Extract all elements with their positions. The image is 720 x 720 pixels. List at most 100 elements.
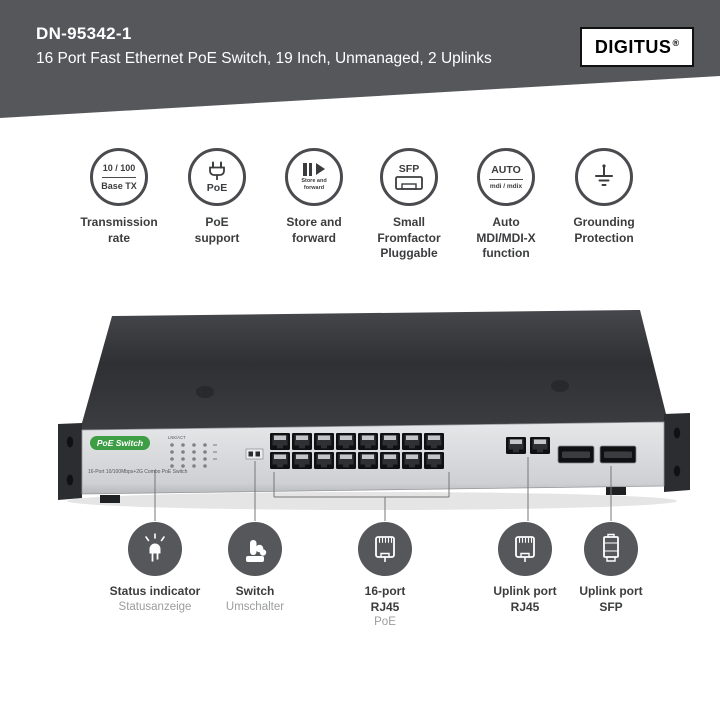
callout-label: Uplink port xyxy=(579,584,643,598)
rj45-port xyxy=(402,433,422,450)
foot-right xyxy=(606,487,626,495)
rj45-port xyxy=(402,452,422,469)
brand-registered-mark: ® xyxy=(672,38,680,48)
feature-label: PoE support xyxy=(194,215,240,245)
device-shadow xyxy=(67,492,677,510)
rj45-port xyxy=(270,452,290,469)
rj45-connector-icon xyxy=(358,522,412,576)
poe-switch-badge-label: PoE Switch xyxy=(97,438,143,448)
callout-label-2: SFP xyxy=(599,599,623,614)
rj45-port xyxy=(424,452,444,469)
rj45-port xyxy=(380,452,400,469)
rj45-port xyxy=(292,433,312,450)
icon-text-bottom: Base TX xyxy=(101,180,137,191)
feature-poe-support: PoE PoE support xyxy=(169,148,265,246)
poe-switch-badge xyxy=(90,436,150,450)
product-model: DN-95342-1 xyxy=(36,24,132,43)
callout-status-indicator: Status indicator Statusanzeige xyxy=(100,522,210,615)
callout-label: 16-port xyxy=(364,584,406,598)
grounding-icon xyxy=(575,148,633,206)
callout-label-2: RJ45 xyxy=(370,599,400,614)
rj45-port xyxy=(314,433,334,450)
rj45-port xyxy=(336,452,356,469)
switch-hand-icon xyxy=(228,522,282,576)
sfp-slot xyxy=(599,445,637,464)
callout-sublabel: Umschalter xyxy=(225,600,285,613)
dip-switch xyxy=(245,448,264,460)
feature-label: Store and forward xyxy=(286,215,342,245)
pause-bar xyxy=(308,162,312,176)
panel-subtitle: 16-Port 10/100Mbps+2G Combo PoE Switch xyxy=(88,469,188,475)
icon-text-bottom: mdi / mdix xyxy=(489,183,523,190)
uplink-rj45-port xyxy=(530,437,550,454)
sfp-icon: SFP xyxy=(380,148,438,206)
icon-text: SFP xyxy=(398,163,420,175)
feature-sfp: SFP Small Fromfactor Pluggable xyxy=(361,148,457,262)
ear-hole xyxy=(673,465,681,477)
top-vent-right xyxy=(551,380,569,392)
callout-sublabel: PoE xyxy=(374,616,396,629)
divider xyxy=(102,176,136,178)
rj45-port xyxy=(380,433,400,450)
feature-label: Transmission rate xyxy=(80,215,158,245)
icon-text-top: 10 / 100 xyxy=(102,163,136,174)
callout-sublabel: Statusanzeige xyxy=(118,600,192,613)
product-title: 16 Port Fast Ethernet PoE Switch, 19 Inc… xyxy=(36,50,492,67)
brand-logo: DIGITUS ® xyxy=(580,27,694,67)
feature-auto-mdi: AUTO mdi / mdix Auto MDI/MDI-X function xyxy=(458,148,554,262)
feature-store-and-forward: Store and forward Store and forward xyxy=(266,148,362,246)
rack-ear-right xyxy=(664,413,690,492)
rj45-port xyxy=(292,452,312,469)
feature-grounding: Grounding Protection xyxy=(556,148,652,246)
play-triangle xyxy=(316,163,325,176)
status-led-icon xyxy=(128,522,182,576)
rj45-port xyxy=(270,433,290,450)
led-glyph xyxy=(145,533,165,562)
callout-label: Switch xyxy=(235,584,275,598)
feature-label: Auto MDI/MDI-X function xyxy=(476,215,536,261)
ear-hole xyxy=(66,474,74,486)
pause-play-glyph xyxy=(303,162,325,176)
callout-uplink-sfp: Uplink port SFP xyxy=(556,522,666,615)
divider xyxy=(489,179,523,180)
ear-hole xyxy=(673,427,681,439)
led-legend-marks xyxy=(213,444,217,460)
earth-ground-symbol xyxy=(595,164,613,186)
switch-image: PoE Switch 16-Port 10/100Mbps+2G Combo P… xyxy=(58,310,690,510)
sfp-slots xyxy=(557,445,637,464)
rj45-connector-icon xyxy=(498,522,552,576)
feature-icons-row: 10 / 100 Base TX Transmission rate PoE P… xyxy=(0,148,720,273)
icon-text: PoE xyxy=(206,181,228,194)
rj45-glyph xyxy=(515,536,535,562)
icon-text-top: AUTO xyxy=(491,164,521,176)
led-grid xyxy=(170,443,207,468)
foot-left xyxy=(100,495,120,503)
hand-press-glyph xyxy=(246,540,267,562)
callout-label: Status indicator xyxy=(109,584,201,598)
callout-uplink-rj45: Uplink port RJ45 xyxy=(470,522,580,615)
rj45-port xyxy=(358,452,378,469)
callout-label-2: RJ45 xyxy=(510,599,540,614)
sfp-module-mini-icon xyxy=(395,176,423,190)
rj45-port xyxy=(336,433,356,450)
sfp-module-icon xyxy=(584,522,638,576)
store-and-forward-icon: Store and forward xyxy=(285,148,343,206)
transmission-rate-icon: 10 / 100 Base TX xyxy=(90,148,148,206)
top-vent-left xyxy=(196,386,214,398)
switch-top-face xyxy=(80,310,668,430)
feature-label: Grounding Protection xyxy=(573,215,635,245)
rj45-port xyxy=(314,452,334,469)
ear-hole xyxy=(66,436,74,448)
icon-text: Store and forward xyxy=(301,177,327,191)
feature-transmission-rate: 10 / 100 Base TX Transmission rate xyxy=(71,148,167,246)
pause-bar xyxy=(303,162,307,176)
uplink-rj45-port xyxy=(506,437,526,454)
rj45-port xyxy=(358,433,378,450)
led-header: LNK/ACT xyxy=(168,435,186,440)
sfp-glyph xyxy=(603,533,619,562)
feature-label: Small Fromfactor Pluggable xyxy=(377,215,441,261)
rack-ear-left xyxy=(58,423,82,500)
callout-16-port-rj45: 16-port RJ45 PoE xyxy=(330,522,440,630)
poe-plug-icon: PoE xyxy=(188,148,246,206)
